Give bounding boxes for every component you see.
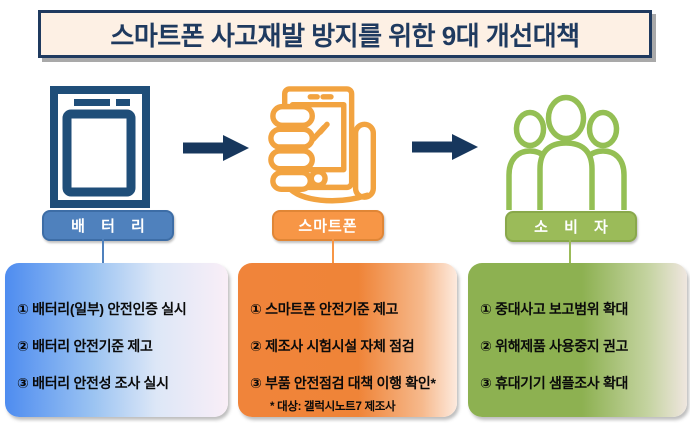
hand-holding-phone-icon xyxy=(268,86,377,204)
battery-measure-2: ② 배터리 안전기준 제고 xyxy=(17,338,153,354)
consumer-measure-1: ① 중대사고 보고범위 확대 xyxy=(480,301,629,317)
label-consumer: 소 비 자 xyxy=(505,211,637,242)
page-title: 스마트폰 사고재발 방지를 위한 9대 개선대책 xyxy=(110,20,580,51)
label-consumer-text: 소 비 자 xyxy=(534,219,614,236)
arrow-right-icon xyxy=(412,134,478,160)
consumer-measure-2: ② 위해제품 사용중지 권고 xyxy=(480,338,629,354)
connector-line-consumer xyxy=(569,239,571,264)
label-smartphone-text: 스마트폰 xyxy=(298,218,358,235)
consumer-measures-box: ① 중대사고 보고범위 확대 ② 위해제품 사용중지 권고 ③ 휴대기기 샘플조… xyxy=(468,263,687,417)
smartphone-footnote: * 대상: 갤럭시노트7 제조사 xyxy=(270,401,396,413)
battery-measure-1: ① 배터리(일부) 안전인증 실시 xyxy=(17,301,187,317)
smartphone-measure-3: ③ 부품 안전점검 대책 이행 확인* xyxy=(250,375,436,391)
smartphone-measure-2: ② 제조사 시험시설 자체 점검 xyxy=(250,338,415,354)
label-battery-text: 배 터 리 xyxy=(71,218,151,235)
smartphone-measures-box: ① 스마트폰 안전기준 제고 ② 제조사 시험시설 자체 점검 ③ 부품 안전점… xyxy=(238,263,457,417)
page-title-box: 스마트폰 사고재발 방지를 위한 9대 개선대책 xyxy=(38,10,652,58)
label-smartphone: 스마트폰 xyxy=(272,210,384,241)
battery-icon xyxy=(50,86,150,208)
smartphone-measure-1: ① 스마트폰 안전기준 제고 xyxy=(250,301,399,317)
consumer-measure-3: ③ 휴대기기 샘플조사 확대 xyxy=(480,375,629,391)
battery-measures-box: ① 배터리(일부) 안전인증 실시 ② 배터리 안전기준 제고 ③ 배터리 안전… xyxy=(5,263,228,417)
battery-measure-3: ③ 배터리 안전성 조사 실시 xyxy=(17,375,169,391)
connector-line-smartphone xyxy=(332,239,334,264)
connector-line-battery xyxy=(102,239,104,264)
arrow-right-icon xyxy=(183,135,249,161)
label-battery: 배 터 리 xyxy=(42,210,174,241)
people-group-icon xyxy=(506,94,627,210)
